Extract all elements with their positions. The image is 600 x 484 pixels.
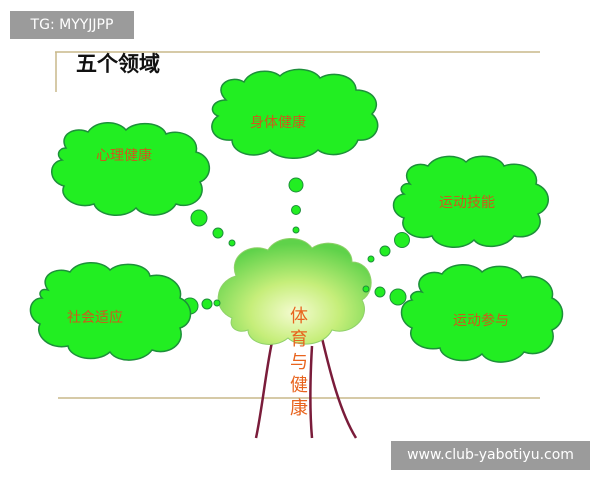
domain-cloud-sport-participation: 运动参与: [400, 264, 564, 363]
watermark-bottom-label: www.club-yabotiyu.com: [391, 441, 590, 470]
domain-label: 运动参与: [453, 312, 509, 329]
connector-bubbles: [181, 177, 410, 315]
domain-label: 社会适应: [67, 309, 123, 326]
diagram-title: 五个领域: [76, 52, 160, 76]
watermark-top-label: TG: MYYJJPP: [10, 11, 134, 39]
domain-cloud-sport-skills: 运动技能: [392, 155, 549, 248]
trunk-char: 健: [290, 375, 308, 396]
domain-cloud-physical-health: 身体健康: [211, 68, 379, 159]
trunk-char: 康: [290, 398, 308, 419]
domain-label: 运动技能: [439, 195, 495, 211]
trunk-char: 育: [290, 329, 308, 350]
domain-label: 心理健康: [96, 147, 152, 164]
domain-label: 身体健康: [250, 114, 306, 131]
domain-cloud-social-adaptation: 社会适应: [29, 262, 192, 361]
trunk-char: 与: [290, 352, 308, 373]
tree-trunk: [254, 337, 358, 439]
trunk-char: 体: [290, 306, 308, 327]
domain-cloud-mental-health: 心理健康: [51, 122, 210, 216]
tree-canopy: [217, 238, 372, 345]
trunk-title: 体 育 与 健 康: [290, 306, 308, 419]
